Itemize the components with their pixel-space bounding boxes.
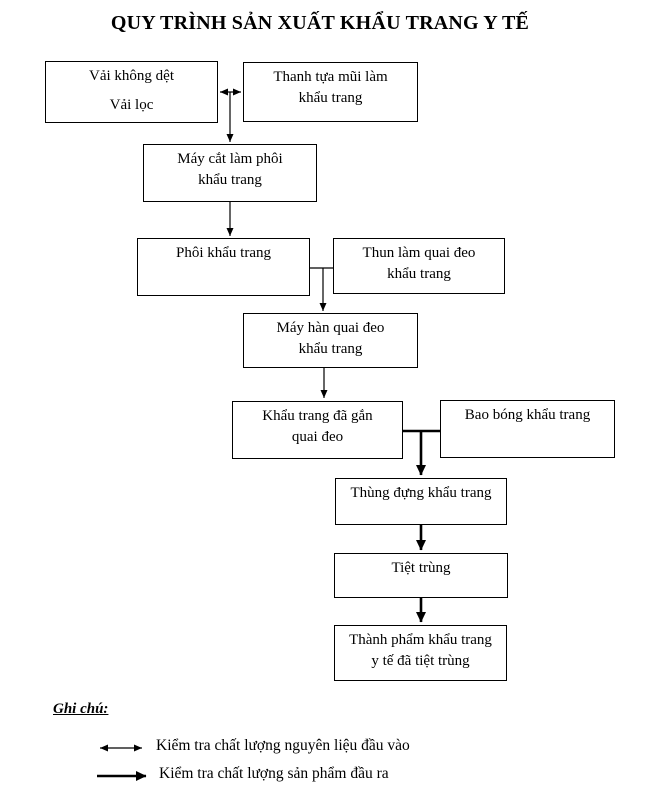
node-vai-khong-det-line1: Vải không dệt [89, 68, 174, 84]
node-may-cat-line1: Máy cắt làm phôi [177, 151, 283, 167]
legend-item-output-check-label: Kiểm tra chất lượng sản phẩm đầu ra [159, 765, 389, 782]
node-thun-quai: Thun làm quai đeo khẩu trang [333, 238, 505, 294]
node-da-gan-quai-line1: Khẩu trang đã gắn [262, 408, 373, 424]
legend-heading: Ghi chú: [53, 701, 109, 717]
node-thanh-tua-mui-line1: Thanh tựa mũi làm [273, 69, 388, 85]
node-phoi-khau-trang-line1: Phôi khẩu trang [176, 245, 271, 261]
node-thanh-tua-mui: Thanh tựa mũi làm khẩu trang [243, 62, 418, 122]
node-may-cat-line2: khẩu trang [198, 172, 262, 188]
node-phoi-khau-trang: Phôi khẩu trang [137, 238, 310, 296]
node-vai-khong-det: Vải không dệt Vải lọc [45, 61, 218, 123]
node-thun-quai-line1: Thun làm quai đeo [362, 245, 476, 261]
node-thanh-pham-line1: Thành phẩm khẩu trang [349, 632, 492, 648]
node-thung-dung: Thùng đựng khẩu trang [335, 478, 507, 525]
legend-item-input-check-label: Kiểm tra chất lượng nguyên liệu đầu vào [156, 737, 410, 754]
node-thun-quai-line2: khẩu trang [387, 266, 451, 282]
node-may-cat: Máy cắt làm phôi khẩu trang [143, 144, 317, 202]
node-thanh-tua-mui-line2: khẩu trang [298, 90, 363, 106]
node-thanh-pham: Thành phẩm khẩu trang y tế đã tiệt trùng [334, 625, 507, 681]
node-tiet-trung-line1: Tiệt trùng [391, 560, 451, 576]
node-may-han: Máy hàn quai đeo khẩu trang [243, 313, 418, 368]
node-da-gan-quai: Khẩu trang đã gắn quai đeo [232, 401, 403, 459]
node-may-han-line2: khẩu trang [298, 341, 363, 357]
node-tiet-trung: Tiệt trùng [334, 553, 508, 598]
node-vai-khong-det-line2: Vải lọc [109, 97, 154, 113]
node-may-han-line1: Máy hàn quai đeo [276, 320, 385, 336]
node-thung-dung-line1: Thùng đựng khẩu trang [350, 485, 492, 501]
node-bao-bong-line1: Bao bóng khẩu trang [464, 407, 591, 423]
node-da-gan-quai-line2: quai đeo [291, 429, 344, 445]
node-bao-bong: Bao bóng khẩu trang [440, 400, 615, 458]
page-title: QUY TRÌNH SẢN XUẤT KHẨU TRANG Y TẾ [110, 12, 530, 34]
node-thanh-pham-line2: y tế đã tiệt trùng [371, 653, 470, 669]
